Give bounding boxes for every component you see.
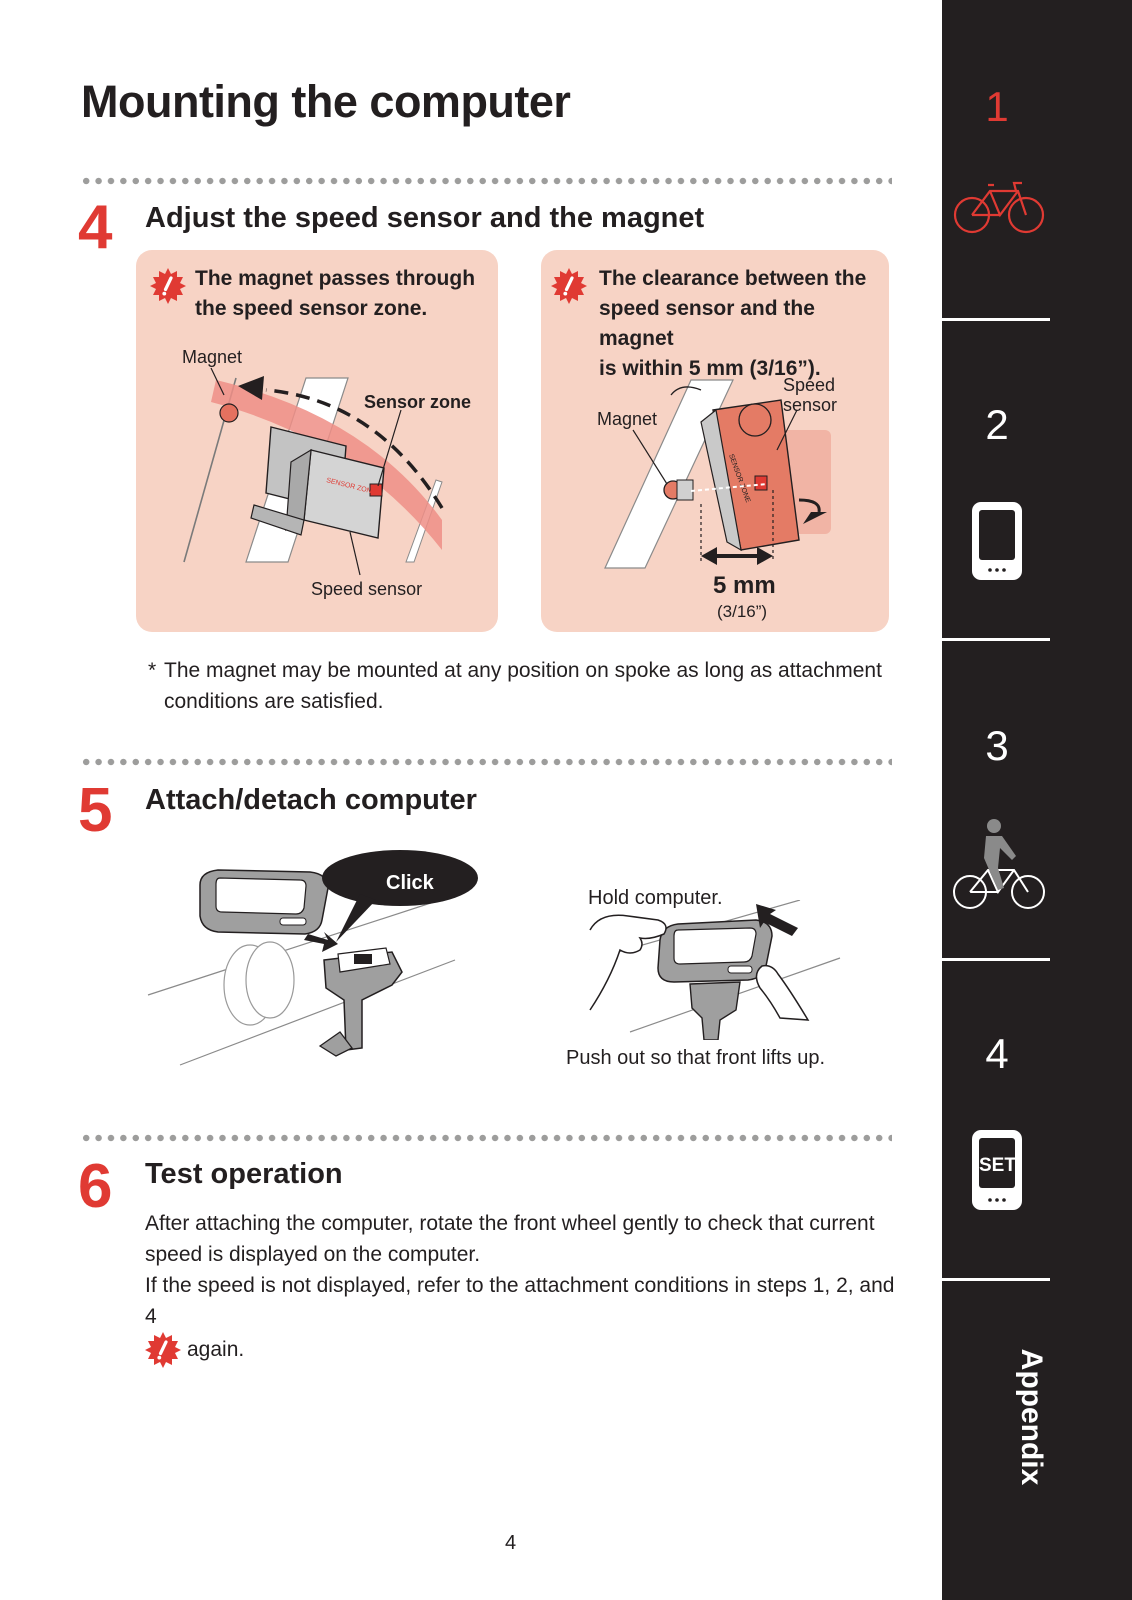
page-number: 4 <box>505 1532 517 1554</box>
panel-a-warning: The magnet passes through the speed sens… <box>195 264 475 324</box>
label-magnet: Magnet <box>597 409 658 429</box>
set-icon-text: SET <box>979 1155 1016 1176</box>
set-computer-icon <box>972 1130 1022 1210</box>
click-label: Click <box>386 872 434 894</box>
tab-chapter-2[interactable]: 2 <box>942 404 1052 446</box>
text-line: After attaching the computer, rotate the… <box>145 1212 875 1235</box>
note-text: The magnet may be mounted at any positio… <box>164 659 882 713</box>
panel-clearance: The clearance between the speed sensor a… <box>541 250 889 632</box>
text-line: speed is displayed on the computer. <box>145 1243 481 1266</box>
dotted-divider <box>80 758 892 766</box>
tab-separator <box>942 1278 1050 1281</box>
warning-icon <box>150 268 186 304</box>
tab-label: 4 <box>985 1030 1009 1077</box>
note-asterisk: * <box>148 659 157 682</box>
panel-magnet-zone: The magnet passes through the speed sens… <box>136 250 498 632</box>
push-out-label: Push out so that front lifts up. <box>566 1047 826 1069</box>
tab-separator <box>942 638 1050 641</box>
warning-line: The magnet passes through <box>195 267 476 290</box>
step-number-6: 6 <box>78 1152 112 1221</box>
label-speed-sensor-line1: Speed <box>783 375 836 395</box>
text-line: If the speed is not displayed, refer to … <box>145 1274 895 1328</box>
step-title-4: Adjust the speed sensor and the magnet <box>145 202 705 234</box>
step-title-5: Attach/detach computer <box>145 784 477 816</box>
warning-line: is within 5 mm (3/16”). <box>599 357 821 380</box>
warning-line: The clearance between the <box>599 267 867 290</box>
tab-appendix[interactable]: Appendix <box>1015 1348 1048 1486</box>
detach-illustration <box>589 900 841 1040</box>
distance-value: 5 mm <box>713 572 776 599</box>
warning-icon <box>145 1332 181 1368</box>
chapter-sidebar: 1 2 3 4 SET <box>942 0 1132 1600</box>
step-title-6: Test operation <box>145 1158 343 1190</box>
label-magnet: Magnet <box>182 347 243 367</box>
text-line: again. <box>187 1338 245 1361</box>
dotted-divider <box>80 1134 892 1142</box>
label-speed-sensor: Speed sensor <box>311 579 423 599</box>
label-sensor-zone: Sensor zone <box>364 392 472 412</box>
distance-imperial: (3/16”) <box>717 602 768 621</box>
tab-separator <box>942 318 1050 321</box>
warning-line: the speed sensor zone. <box>195 297 428 320</box>
tab-label: 2 <box>985 401 1009 448</box>
bicycle-icon <box>953 181 1045 234</box>
clearance-illustration: SENSOR ZONE <box>604 379 831 569</box>
hold-computer-label: Hold computer. <box>588 887 723 909</box>
magnet-zone-illustration: SENSOR ZONE <box>183 367 444 576</box>
panel-b-warning: The clearance between the speed sensor a… <box>599 264 889 384</box>
attach-illustration <box>147 850 478 1066</box>
test-operation-text: After attaching the computer, rotate the… <box>145 1208 905 1368</box>
page-title: Mounting the computer <box>81 76 571 127</box>
text-line-with-icon: again. <box>145 1332 905 1368</box>
warning-icon <box>551 268 587 304</box>
tab-chapter-4[interactable]: 4 <box>942 1033 1052 1075</box>
computer-icon <box>972 502 1022 580</box>
step-number-5: 5 <box>78 776 112 845</box>
tab-chapter-1[interactable]: 1 <box>942 86 1052 128</box>
tab-label: 1 <box>985 83 1009 130</box>
dotted-divider <box>80 177 892 185</box>
step-number-4: 4 <box>78 193 112 262</box>
tab-chapter-3[interactable]: 3 <box>942 725 1052 767</box>
cyclist-icon <box>953 819 1045 909</box>
warning-line: speed sensor and the magnet <box>599 297 815 350</box>
magnet-note: * The magnet may be mounted at any posit… <box>148 655 888 717</box>
label-speed-sensor-line2: sensor <box>783 395 838 415</box>
tab-separator <box>942 958 1050 961</box>
tab-label: 3 <box>985 722 1009 769</box>
